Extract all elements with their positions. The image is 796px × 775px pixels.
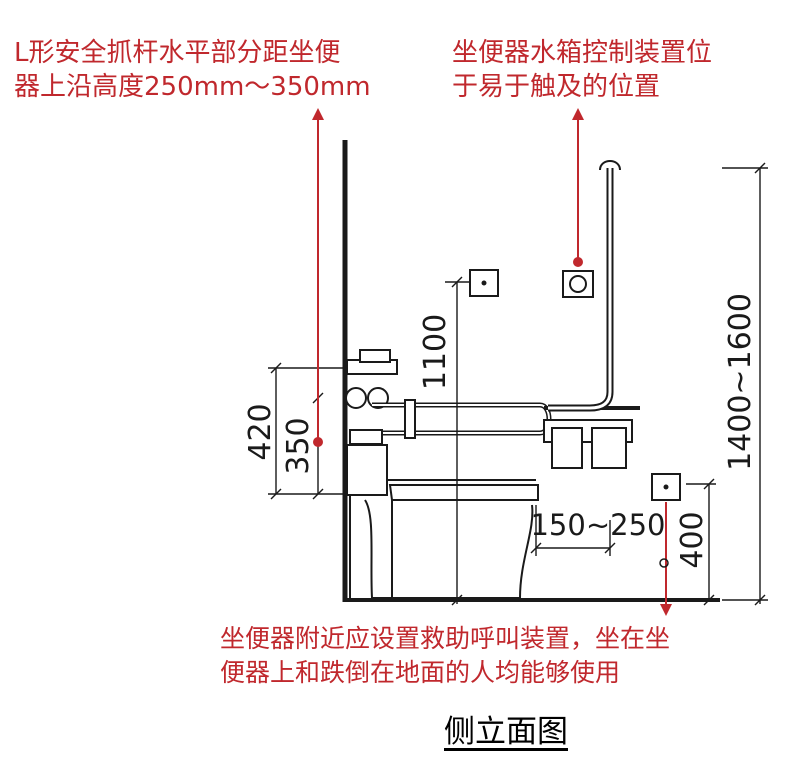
dim-1100: 1100 xyxy=(418,314,453,390)
emergency-call-note-line2: 便器上和跌倒在地面的人均能够使用 xyxy=(220,658,621,687)
cistern xyxy=(543,406,640,469)
call-button-pull-cord xyxy=(659,558,669,568)
dim-150-250: 150~250 xyxy=(530,508,665,542)
dim-420: 420 xyxy=(243,403,278,460)
flush-control-note: 坐便器水箱控制装置位 于易于触及的位置 xyxy=(452,36,712,104)
fold-up-grab-bar xyxy=(345,349,552,445)
flush-control-box xyxy=(562,270,594,298)
flush-control-note-line1: 坐便器水箱控制装置位 xyxy=(452,38,713,68)
call-button-high xyxy=(469,269,499,297)
grab-bar-note: L形安全抓杆水平部分距坐便 器上沿高度250mm～350mm xyxy=(14,36,371,104)
emergency-call-note-line1: 坐便器附近应设置救助呼叫装置，坐在坐 xyxy=(220,624,671,653)
dim-400: 400 xyxy=(675,511,710,568)
toilet xyxy=(346,444,539,600)
grab-bar-note-line2: 器上沿高度250mm～350mm xyxy=(14,72,371,102)
leader-arrows xyxy=(312,108,672,616)
flush-control-note-line2: 于易于触及的位置 xyxy=(452,72,661,102)
grab-bar-note-line1: L形安全抓杆水平部分距坐便 xyxy=(14,38,341,68)
drawing-caption: 侧立面图 xyxy=(444,714,568,750)
dim-350: 350 xyxy=(281,417,316,474)
emergency-call-note: 坐便器附近应设置救助呼叫装置，坐在坐 便器上和跌倒在地面的人均能够使用 xyxy=(220,622,670,690)
call-button-low xyxy=(651,473,681,501)
dim-1400-1600: 1400~1600 xyxy=(723,293,758,471)
